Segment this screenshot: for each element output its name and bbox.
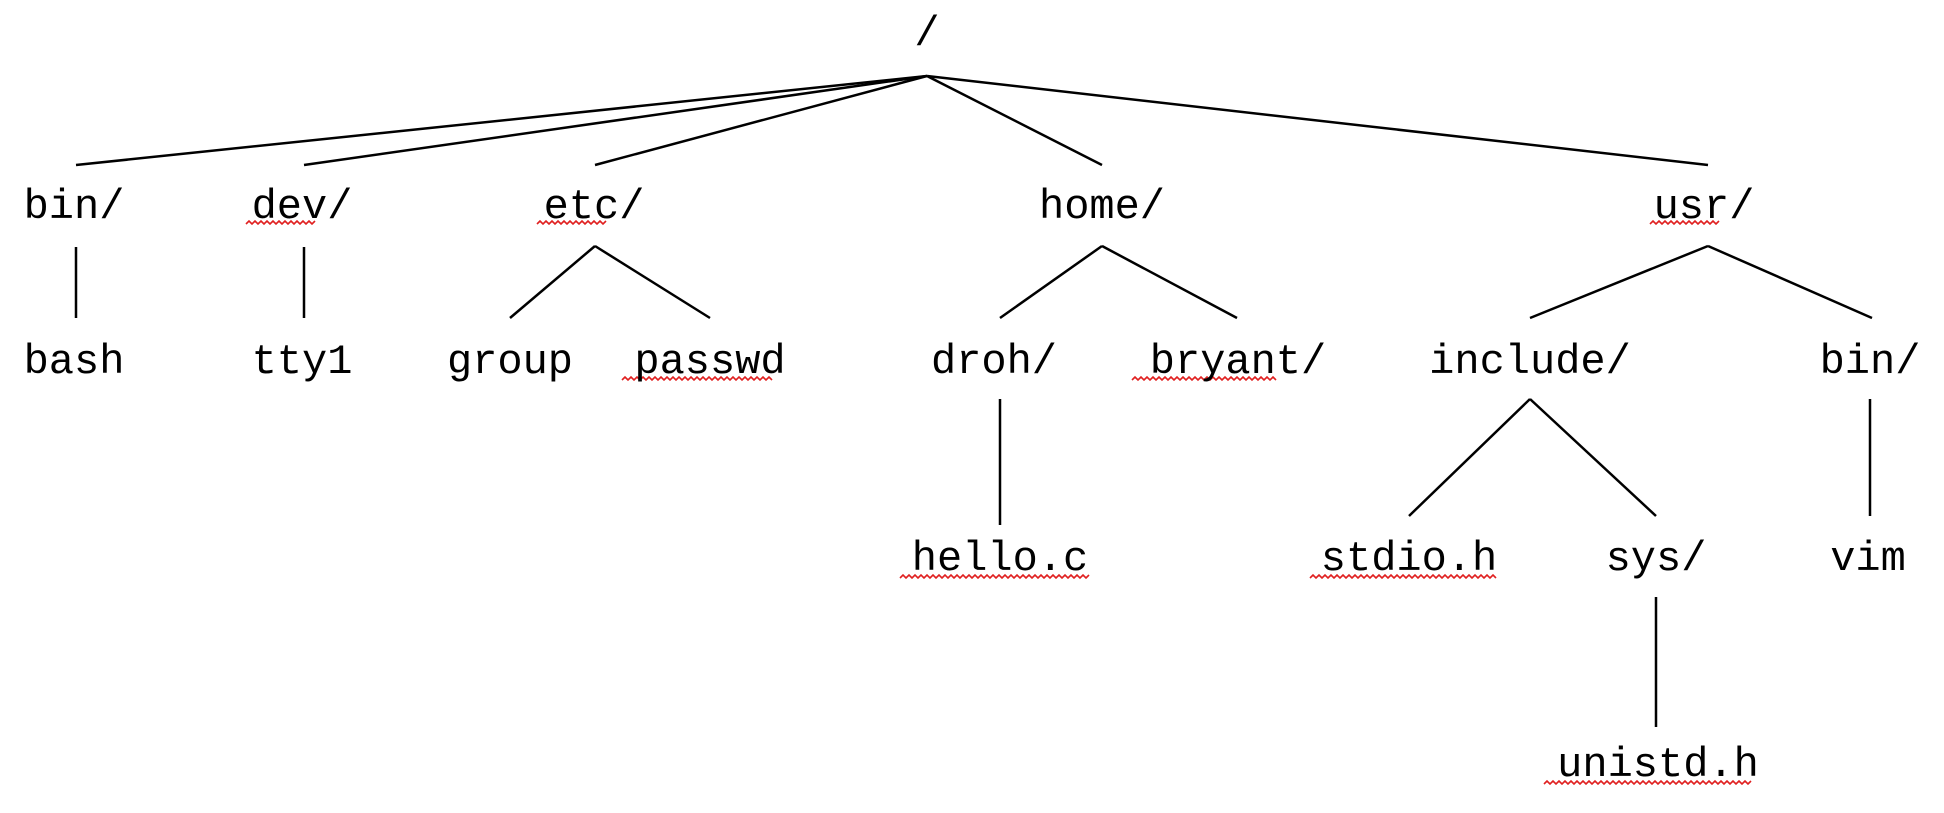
squiggle-bryant <box>1131 375 1277 382</box>
node-bash: bash <box>24 338 125 386</box>
spellcheck-underlines <box>245 219 1752 786</box>
squiggle-stdio <box>1309 573 1497 580</box>
edge-home-bryant <box>1101 244 1238 320</box>
node-passwd: passwd <box>634 338 785 386</box>
node-include: include/ <box>1429 338 1631 386</box>
node-unistd-h: unistd.h <box>1557 741 1759 789</box>
edge-home-droh <box>999 244 1103 320</box>
edge-root-etc <box>594 74 928 167</box>
edge-root-home <box>926 74 1103 167</box>
node-group: group <box>447 338 573 386</box>
edge-include-stdio <box>1408 398 1531 517</box>
tree-edges <box>74 74 1873 727</box>
node-usr-bin: bin/ <box>1820 338 1921 386</box>
node-etc: etc/ <box>544 183 645 231</box>
squiggle-dev <box>245 219 316 226</box>
squiggle-hello <box>899 573 1090 580</box>
edge-usr-bin <box>1707 244 1873 320</box>
edge-include-sys <box>1529 398 1657 517</box>
edge-usr-include <box>1529 244 1709 320</box>
squiggle-usr <box>1649 219 1720 226</box>
node-usr: usr/ <box>1654 183 1755 231</box>
node-stdio-h: stdio.h <box>1321 535 1497 583</box>
squiggle-unistd <box>1543 779 1752 786</box>
node-home: home/ <box>1039 183 1165 231</box>
node-dev: dev/ <box>252 183 353 231</box>
node-bin: bin/ <box>24 183 125 231</box>
node-hello-c: hello.c <box>912 535 1088 583</box>
node-tty1: tty1 <box>252 338 353 386</box>
squiggle-etc <box>536 219 607 226</box>
node-root: / <box>914 10 939 58</box>
edge-etc-group <box>509 245 596 319</box>
node-droh: droh/ <box>931 338 1057 386</box>
node-vim: vim <box>1830 535 1906 583</box>
tree-nodes: / bin/ dev/ etc/ home/ usr/ bash tty1 gr… <box>24 10 1921 789</box>
node-bryant: bryant/ <box>1150 338 1326 386</box>
edge-root-dev <box>303 74 928 167</box>
edge-root-bin <box>75 74 928 167</box>
edge-root-usr <box>926 74 1709 167</box>
edge-etc-passwd <box>594 244 711 320</box>
squiggle-passwd <box>621 375 773 382</box>
node-sys: sys/ <box>1606 535 1707 583</box>
